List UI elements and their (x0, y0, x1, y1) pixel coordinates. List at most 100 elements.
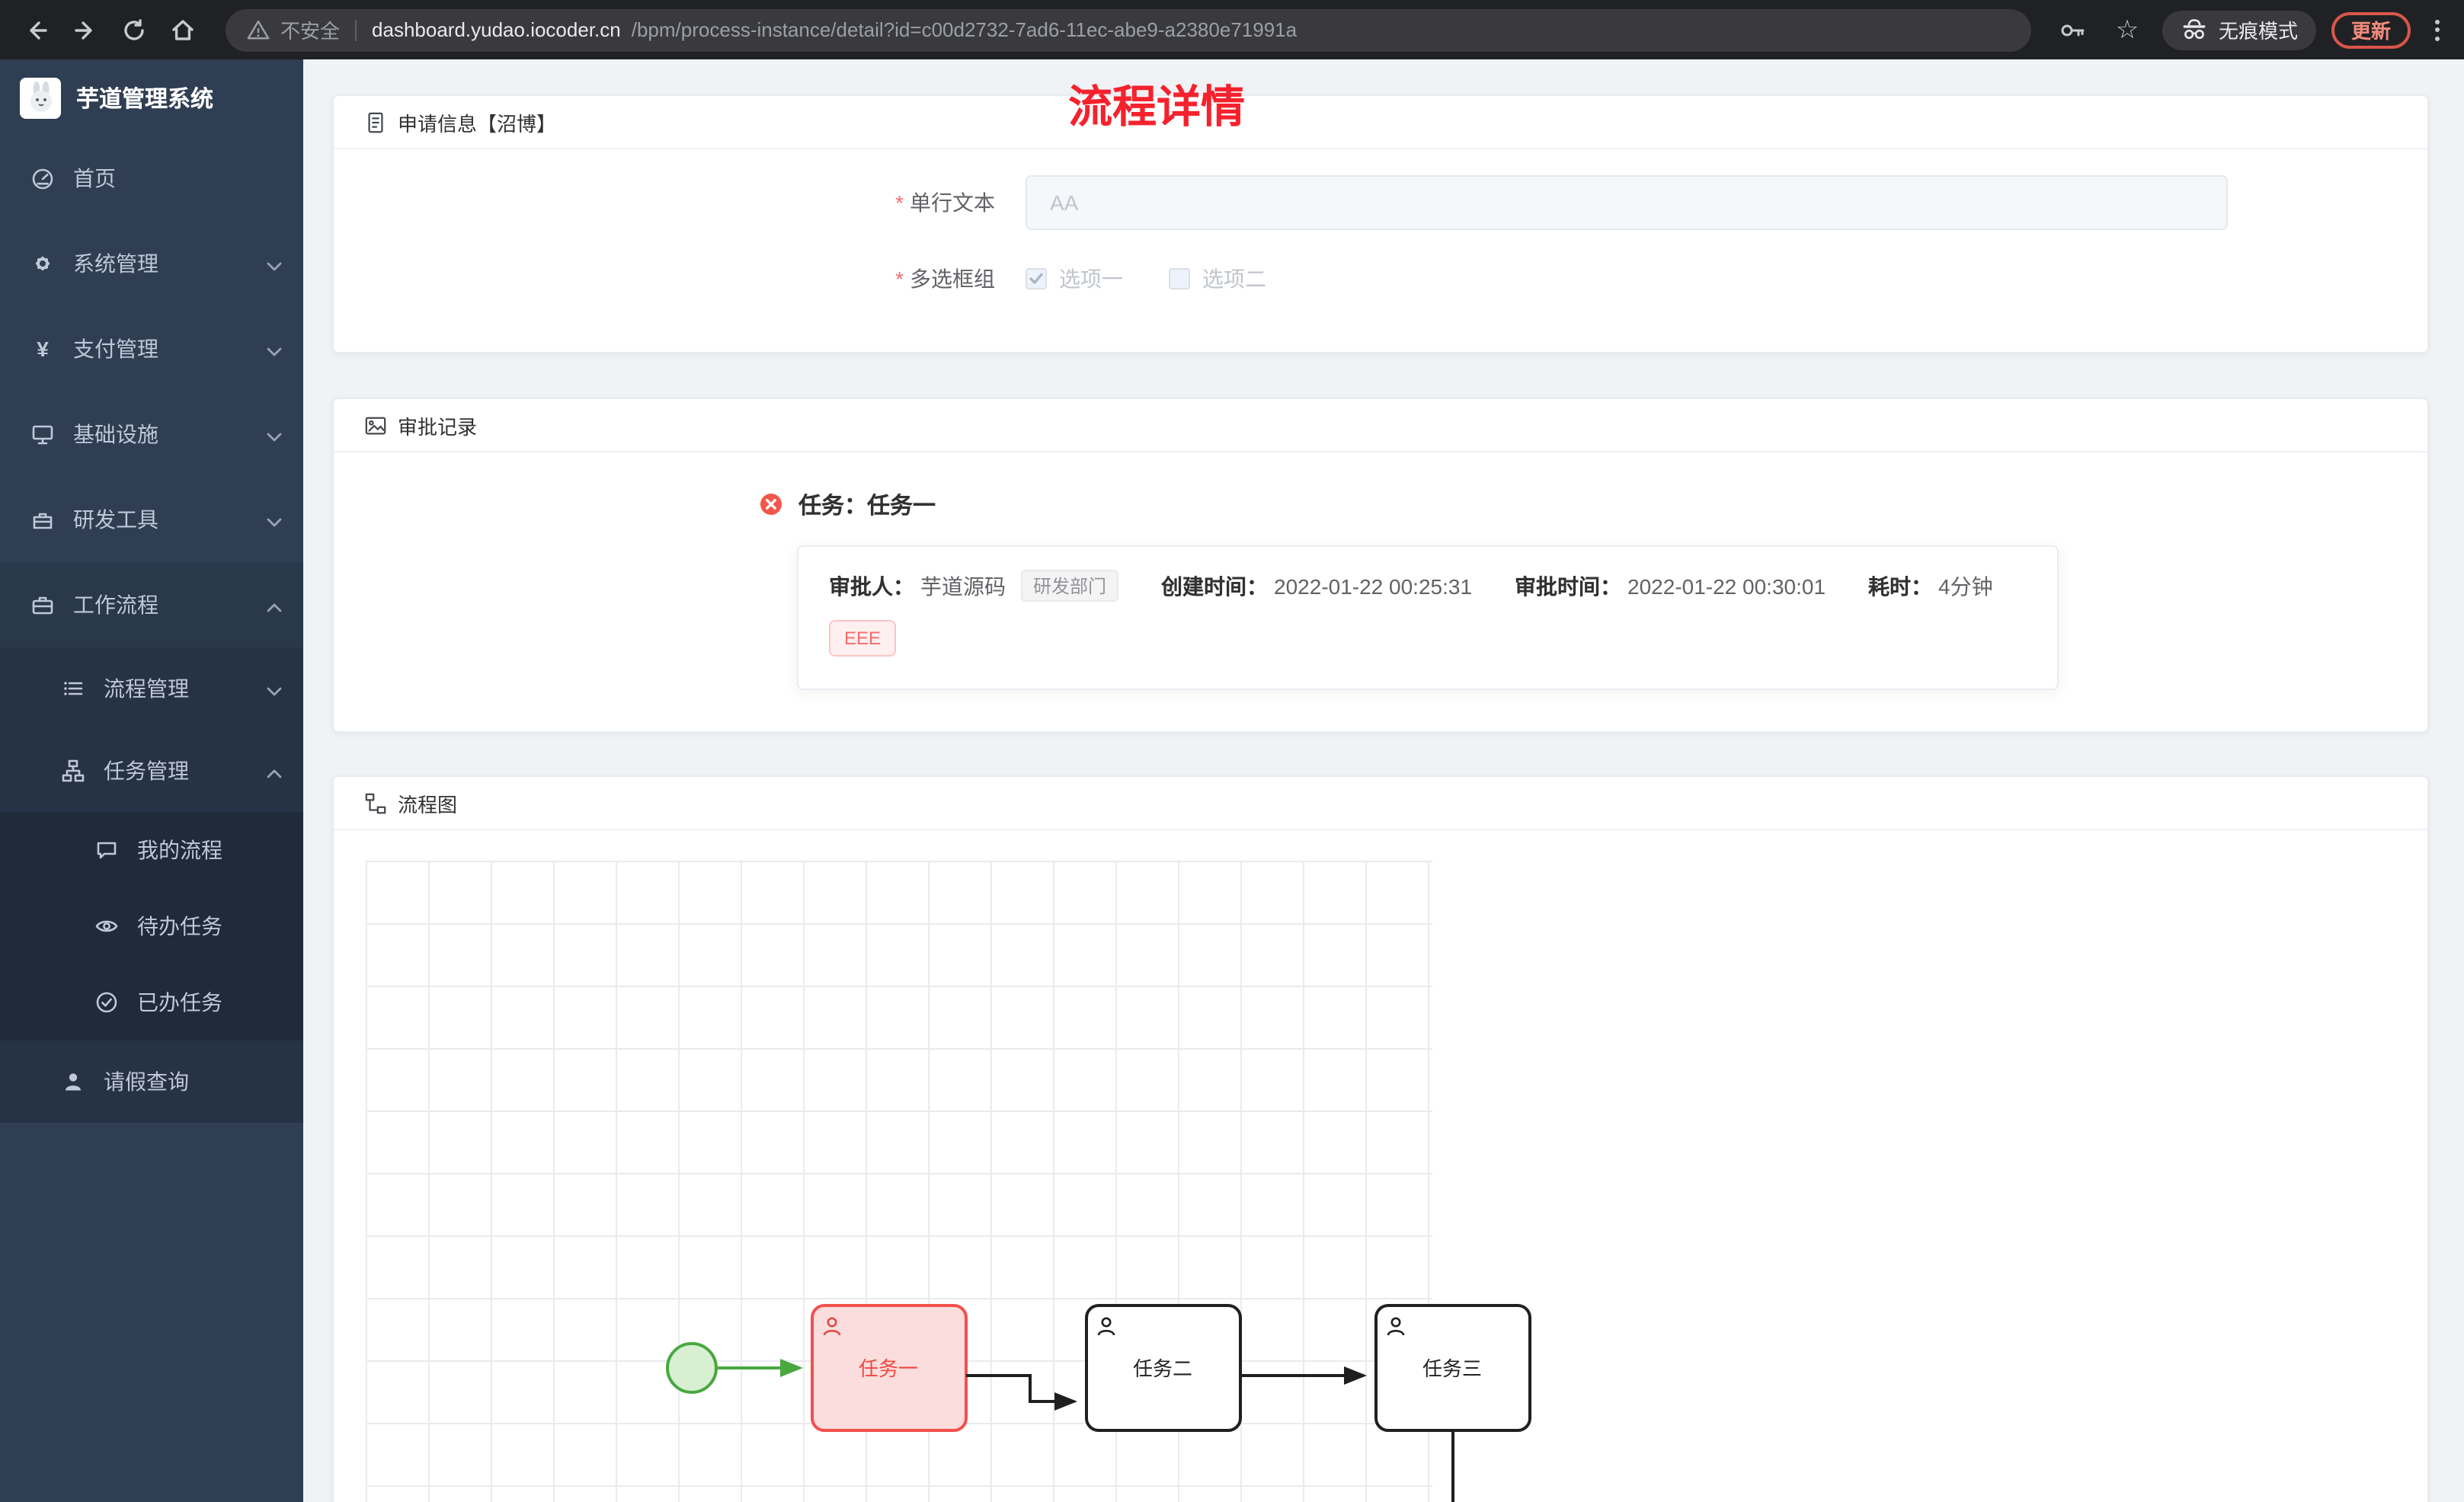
update-button[interactable]: 更新 (2331, 11, 2411, 48)
rabbit-logo-icon (20, 77, 61, 118)
home-button[interactable] (162, 8, 204, 51)
user-icon (61, 1069, 85, 1094)
omnibox-divider (355, 19, 357, 40)
process-diagram-header: 流程图 (334, 777, 2427, 830)
checkbox-field-label: *多选框组 (895, 267, 995, 291)
warning-icon (247, 20, 270, 40)
toolbox-icon (30, 507, 55, 532)
key-icon (2061, 24, 2085, 36)
home-icon (172, 19, 194, 40)
user-task-icon (1097, 1317, 1115, 1336)
text-field-label: *单行文本 (895, 190, 995, 215)
duration-pair: 耗时：4分钟 (1868, 574, 1993, 598)
sidebar-item-task-management[interactable]: 任务管理 (0, 730, 303, 812)
record-icon (365, 416, 386, 434)
sidebar-item-todo-tasks[interactable]: 待办任务 (0, 888, 303, 964)
sidebar-item-payment[interactable]: ¥ 支付管理 (0, 306, 303, 391)
password-key-button[interactable] (2053, 10, 2092, 50)
chat-bubble-icon (94, 838, 119, 862)
org-tree-icon (61, 759, 85, 783)
approve-time-pair: 审批时间：2022-01-22 00:30:01 (1515, 574, 1826, 598)
dept-tag: 研发部门 (1021, 570, 1119, 602)
security-label: 不安全 (280, 20, 341, 43)
chevron-down-icon (267, 676, 282, 701)
checkbox-option-1: 选项一 (1026, 264, 1123, 294)
svg-text:任务三: 任务三 (1422, 1357, 1482, 1380)
start-event-node[interactable] (666, 1342, 718, 1394)
back-icon (30, 21, 47, 39)
task-node-3[interactable]: 任务三 (1374, 1304, 1531, 1432)
single-line-text-input (1026, 175, 2228, 230)
address-bar[interactable]: 不安全 dashboard.yudao.iocoder.cn/bpm/proce… (226, 8, 2031, 51)
refresh-button[interactable] (113, 8, 155, 51)
comment-tag: EEE (829, 620, 897, 657)
chevron-up-icon (267, 759, 282, 783)
incognito-label: 无痕模式 (2218, 20, 2298, 43)
approval-records-header: 审批记录 (334, 399, 2427, 452)
audit-detail-box: 审批人：芋道源码 研发部门 创建时间：2022-01-22 00:25:31 审… (797, 545, 2059, 690)
chevron-up-icon (267, 593, 282, 617)
application-info-card: 申请信息【沼博】 *单行文本 *多选框组 选项一 (332, 94, 2429, 353)
monitor-icon (30, 422, 55, 446)
flowchart-icon (365, 792, 386, 813)
bpmn-diagram: 任务一 任务二 (666, 1304, 1531, 1502)
application-info-header: 申请信息【沼博】 (334, 96, 2427, 149)
url-host: dashboard.yudao.iocoder.cn (372, 18, 621, 41)
bookmark-button[interactable]: ☆ (2107, 10, 2147, 50)
back-button[interactable] (15, 8, 58, 51)
sidebar-menu: 首页 系统管理 ¥ 支付管理 基础设施 (0, 136, 303, 1123)
sidebar-item-my-process[interactable]: 我的流程 (0, 812, 303, 888)
task-title: 任务：任务一 (798, 493, 936, 519)
document-icon (368, 111, 383, 133)
incognito-badge: 无痕模式 (2162, 10, 2316, 50)
checkbox-field-row: *多选框组 选项一 选项二 (334, 264, 2427, 294)
browser-menu-button[interactable] (2426, 19, 2449, 40)
sidebar-item-system[interactable]: 系统管理 (0, 221, 303, 306)
chevron-down-icon (267, 507, 282, 532)
approval-timeline: 任务：任务一 审批人：芋道源码 研发部门 创建时间：2022-01-22 00:… (334, 452, 2427, 690)
dashboard-icon (30, 166, 55, 190)
rejected-status-icon (760, 494, 782, 515)
yen-icon: ¥ (37, 337, 49, 361)
approval-records-card: 审批记录 任务：任务一 审批人：芋道源码 研发部门 (332, 398, 2429, 733)
browser-toolbar: 不安全 dashboard.yudao.iocoder.cn/bpm/proce… (0, 0, 2464, 59)
sidebar-item-workflow[interactable]: 工作流程 (0, 562, 303, 647)
page-title: 流程详情 (1067, 84, 1246, 133)
task-node-2[interactable]: 任务二 (1085, 1304, 1242, 1432)
task-node-1[interactable]: 任务一 (811, 1304, 968, 1432)
create-time-pair: 创建时间：2022-01-22 00:25:31 (1161, 574, 1473, 598)
sidebar-item-devtools[interactable]: 研发工具 (0, 477, 303, 562)
forward-button[interactable] (64, 8, 107, 51)
chevron-down-icon (267, 337, 282, 361)
user-task-icon (823, 1317, 841, 1336)
sidebar-item-home[interactable]: 首页 (0, 136, 303, 221)
svg-text:任务一: 任务一 (859, 1357, 918, 1380)
eye-icon (94, 914, 119, 938)
briefcase-icon (30, 593, 55, 617)
toolbar-actions: ☆ 无痕模式 更新 (2053, 10, 2449, 50)
sidebar-item-leave-query[interactable]: 请假查询 (0, 1040, 303, 1123)
star-icon: ☆ (2115, 15, 2139, 44)
url-path: /bpm/process-instance/detail?id=c00d2732… (631, 18, 1298, 41)
chevron-down-icon (267, 251, 282, 276)
list-icon (61, 676, 85, 701)
sidebar: 芋道管理系统 首页 系统管理 ¥ 支付管理 (0, 59, 303, 1502)
chevron-down-icon (267, 422, 282, 446)
user-task-icon (1387, 1317, 1405, 1336)
checkbox-checked-icon (1026, 268, 1047, 289)
menu-dots-icon (2435, 19, 2440, 24)
sidebar-item-process-management[interactable]: 流程管理 (0, 647, 303, 730)
svg-text:任务二: 任务二 (1133, 1357, 1192, 1380)
app-logo[interactable]: 芋道管理系统 (0, 59, 303, 136)
task-status-line: 任务：任务一 (759, 489, 2427, 519)
checkbox-unchecked-icon (1169, 268, 1190, 289)
forward-icon (75, 21, 92, 39)
main-content: 流程详情 申请信息【沼博】 *单行文本 *多选框组 (303, 59, 2464, 1502)
refresh-icon (124, 18, 144, 40)
app-title: 芋道管理系统 (76, 86, 214, 112)
sidebar-item-infrastructure[interactable]: 基础设施 (0, 391, 303, 477)
sidebar-item-done-tasks[interactable]: 已办任务 (0, 964, 303, 1040)
text-field-row: *单行文本 (334, 175, 2427, 230)
sequence-flow-task1-task2 (966, 1374, 1077, 1411)
